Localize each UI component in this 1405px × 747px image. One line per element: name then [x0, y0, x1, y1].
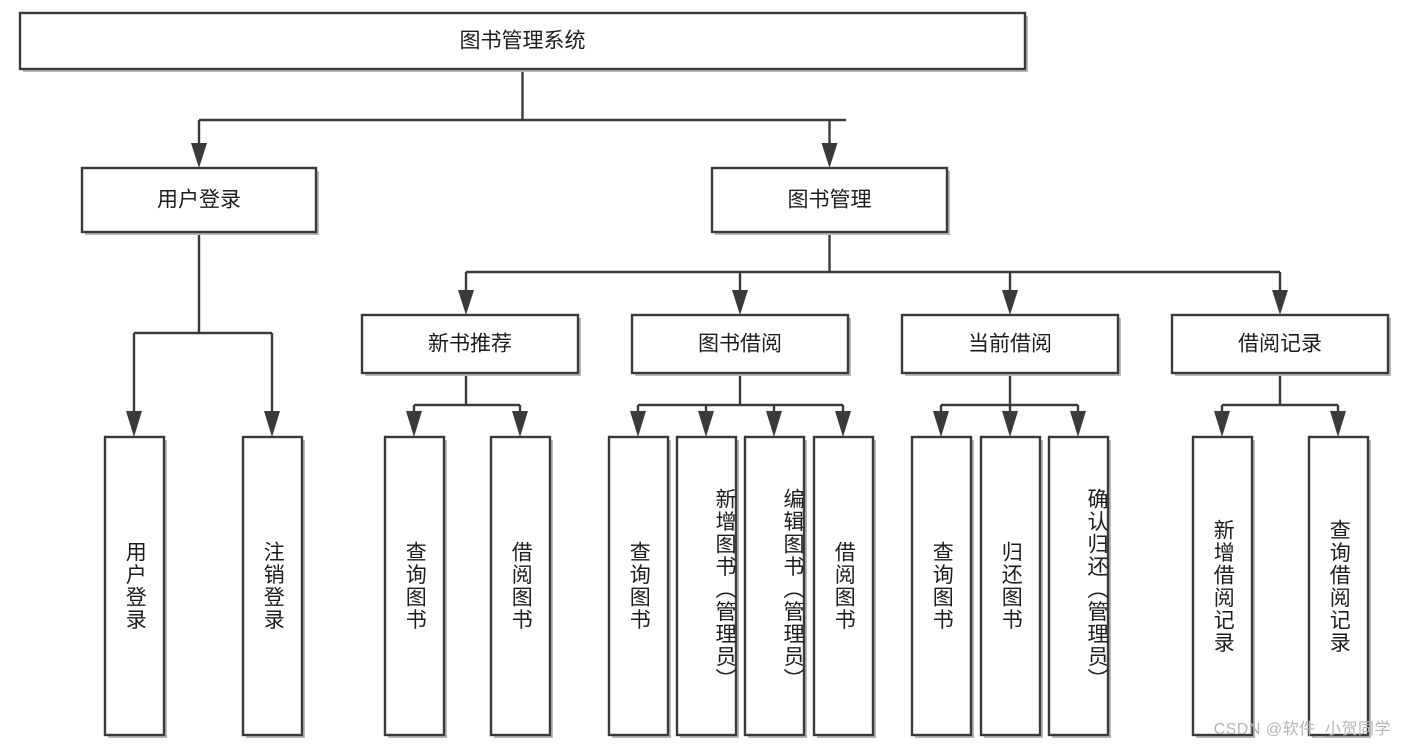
node-current-borrow[interactable] [900, 313, 1120, 375]
arrow-bb-to-leaf1 [630, 411, 646, 437]
arrow-nbr-to-leaf2 [512, 411, 528, 437]
arrow-br-to-leaf2 [1330, 411, 1346, 437]
node-new-book-recommend[interactable] [360, 313, 580, 375]
arrow-nbr-to-leaf1 [406, 411, 422, 437]
node-borrow-record[interactable] [1170, 313, 1390, 375]
node-leaf-query-book-3[interactable] [910, 435, 973, 737]
arrow-cb-to-leaf1 [933, 411, 949, 437]
arrow-bm-to-book-borrow [732, 290, 748, 315]
arrow-user-login-to-leaf1 [126, 411, 142, 437]
node-leaf-add-book-admin[interactable] [675, 435, 738, 737]
node-label-borrow-record: 借阅记录 [1238, 333, 1322, 356]
node-leaf-query-borrow-record[interactable] [1307, 435, 1370, 737]
node-leaf-user-login[interactable] [103, 435, 166, 737]
node-label-current-borrow: 当前借阅 [968, 333, 1052, 356]
arrow-user-login-to-leaf2 [264, 411, 280, 437]
node-user-login[interactable] [80, 166, 318, 234]
node-leaf-confirm-return-admin[interactable] [1047, 435, 1110, 737]
node-layer: 图书管理系统 用户登录 图书管理 新书推荐 图书借阅 当前借阅 借阅记录 [18, 11, 1391, 738]
edge-layer [126, 69, 1346, 437]
node-label-root: 图书管理系统 [460, 30, 586, 53]
arrow-bb-to-leaf3 [766, 411, 782, 437]
arrow-bm-to-borrow-record [1272, 290, 1288, 315]
node-label-new-book-recommend: 新书推荐 [428, 333, 512, 356]
node-label-book-borrow: 图书借阅 [698, 333, 782, 356]
arrow-br-to-leaf1 [1214, 411, 1230, 437]
arrow-root-to-book-manage [821, 143, 838, 168]
node-leaf-query-book-2[interactable] [607, 435, 670, 737]
node-book-borrow[interactable] [630, 313, 850, 375]
arrow-bm-to-new-book-recommend [458, 290, 474, 315]
node-leaf-borrow-book-1[interactable] [489, 435, 552, 737]
arrow-bb-to-leaf2 [698, 411, 714, 437]
arrow-cb-to-leaf3 [1070, 411, 1086, 437]
csdn-watermark: CSDN @软件_小贺同学 [1213, 721, 1391, 738]
node-label-book-manage: 图书管理 [788, 189, 872, 212]
node-leaf-edit-book-admin[interactable] [743, 435, 806, 737]
arrow-bm-to-current-borrow [1002, 290, 1018, 315]
arrow-cb-to-leaf2 [1002, 411, 1018, 437]
node-leaf-query-book-1[interactable] [383, 435, 446, 737]
node-leaf-add-borrow-record[interactable] [1191, 435, 1254, 737]
node-book-management-system[interactable] [18, 11, 1027, 71]
node-leaf-borrow-book-2[interactable] [812, 435, 875, 737]
node-book-manage[interactable] [710, 166, 949, 234]
arrow-root-to-user-login [191, 143, 207, 168]
node-label-user-login: 用户登录 [157, 189, 241, 212]
node-leaf-return-book[interactable] [979, 435, 1042, 737]
node-leaf-logout-login[interactable] [241, 435, 304, 737]
arrow-bb-to-leaf4 [835, 411, 851, 437]
